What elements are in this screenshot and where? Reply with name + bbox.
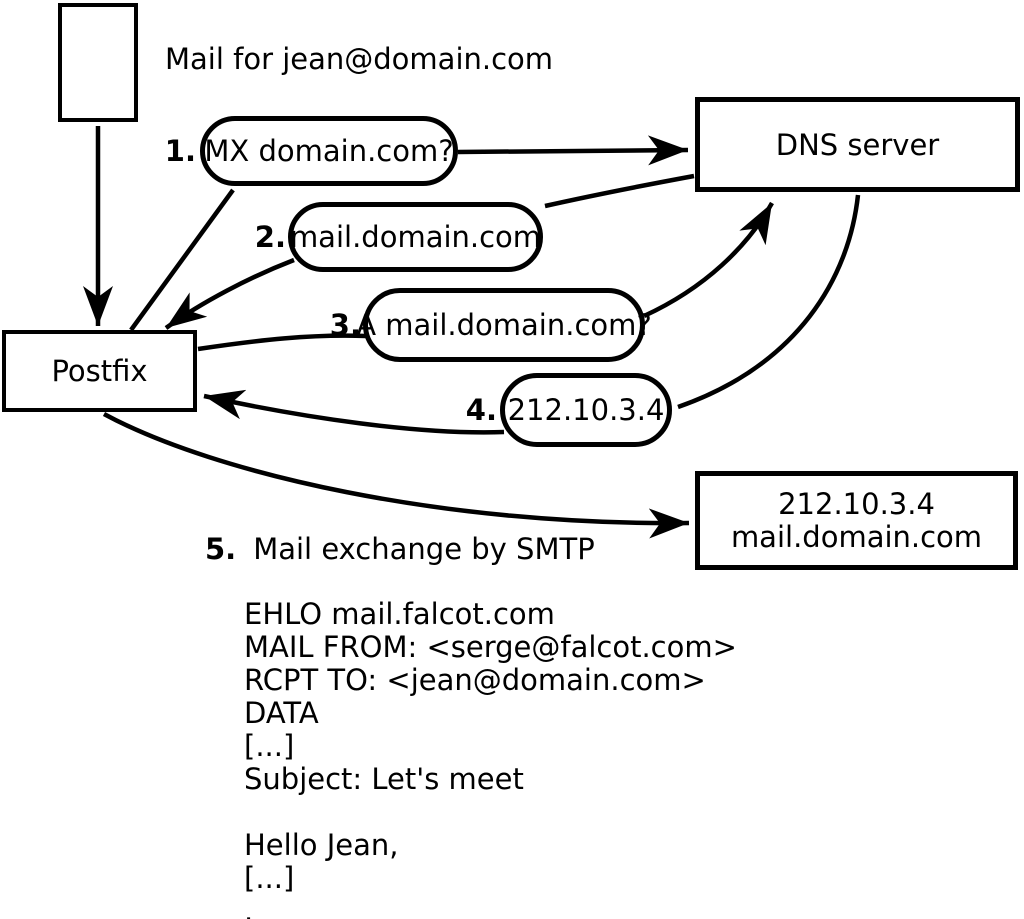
mail-message-icon [58, 3, 138, 122]
smtp-session-text: EHLO mail.falcot.com MAIL FROM: <serge@f… [244, 597, 737, 919]
pill-mx-response-label: mail.domain.com [289, 220, 542, 254]
step-3-number: 3. [329, 308, 361, 342]
destination-ip-label: 212.10.3.4 [778, 486, 935, 521]
postfix-label: Postfix [51, 354, 148, 388]
pill-a-response-label: 212.10.3.4 [507, 393, 665, 427]
postfix-node: Postfix [2, 330, 197, 412]
pill-a-query-label: A mail.domain.com? [356, 308, 652, 342]
pill-mx-query: MX domain.com? [200, 116, 458, 186]
line-dns-to-pill4 [677, 194, 861, 410]
pill-mx-response: mail.domain.com [288, 202, 543, 272]
arrow-pill2-to-postfix [164, 257, 295, 330]
step-5-label: Mail exchange by SMTP [253, 532, 595, 566]
step-5-number: 5. [205, 532, 237, 566]
step-2-number: 2. [254, 220, 286, 254]
line-postfix-to-pill1 [129, 188, 235, 332]
step-1-number: 1. [164, 134, 196, 168]
step-4-number: 4. [465, 393, 497, 427]
dns-server-node: DNS server [695, 97, 1020, 192]
arrow-pill1-to-dns [457, 135, 689, 166]
destination-server-node: 212.10.3.4 mail.domain.com [695, 471, 1018, 570]
destination-host-label: mail.domain.com [730, 519, 983, 554]
pill-mx-query-label: MX domain.com? [204, 134, 454, 168]
mail-note: Mail for jean@domain.com [165, 42, 554, 76]
arrow-pill3-to-dns [643, 201, 774, 319]
step-5-caption: 5. Mail exchange by SMTP [205, 532, 595, 566]
pill-a-response: 212.10.3.4 [500, 373, 672, 447]
dns-server-label: DNS server [775, 127, 940, 162]
line-dns-to-pill2 [544, 173, 695, 209]
pill-a-query: A mail.domain.com? [356, 288, 652, 362]
